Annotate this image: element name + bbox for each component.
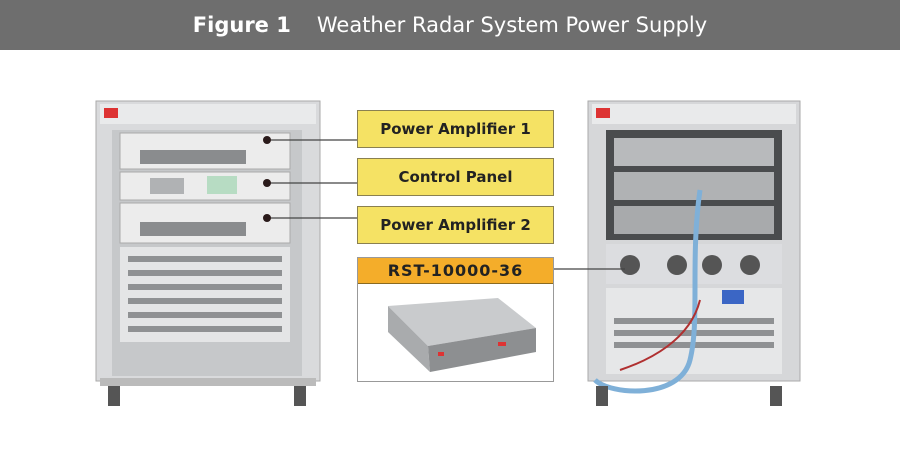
psu-photo bbox=[388, 298, 536, 372]
label-power-amplifier-1: Power Amplifier 1 bbox=[357, 110, 554, 148]
figure-title: Weather Radar System Power Supply bbox=[316, 13, 708, 37]
cabinet-rear-photo bbox=[587, 100, 801, 406]
figure-number: Figure 1 bbox=[192, 13, 291, 37]
figure-header: Figure 1 Weather Radar System Power Supp… bbox=[0, 0, 900, 50]
marker-dot bbox=[263, 136, 271, 144]
label-power-amplifier-2: Power Amplifier 2 bbox=[357, 206, 554, 244]
psu-callout: RST-10000-36 bbox=[357, 257, 554, 382]
marker-dot bbox=[263, 179, 271, 187]
marker-dot bbox=[263, 214, 271, 222]
cabinet-front-photo bbox=[95, 100, 321, 406]
psu-model-label: RST-10000-36 bbox=[358, 258, 553, 284]
leader-lines bbox=[267, 139, 625, 270]
label-control-panel: Control Panel bbox=[357, 158, 554, 196]
